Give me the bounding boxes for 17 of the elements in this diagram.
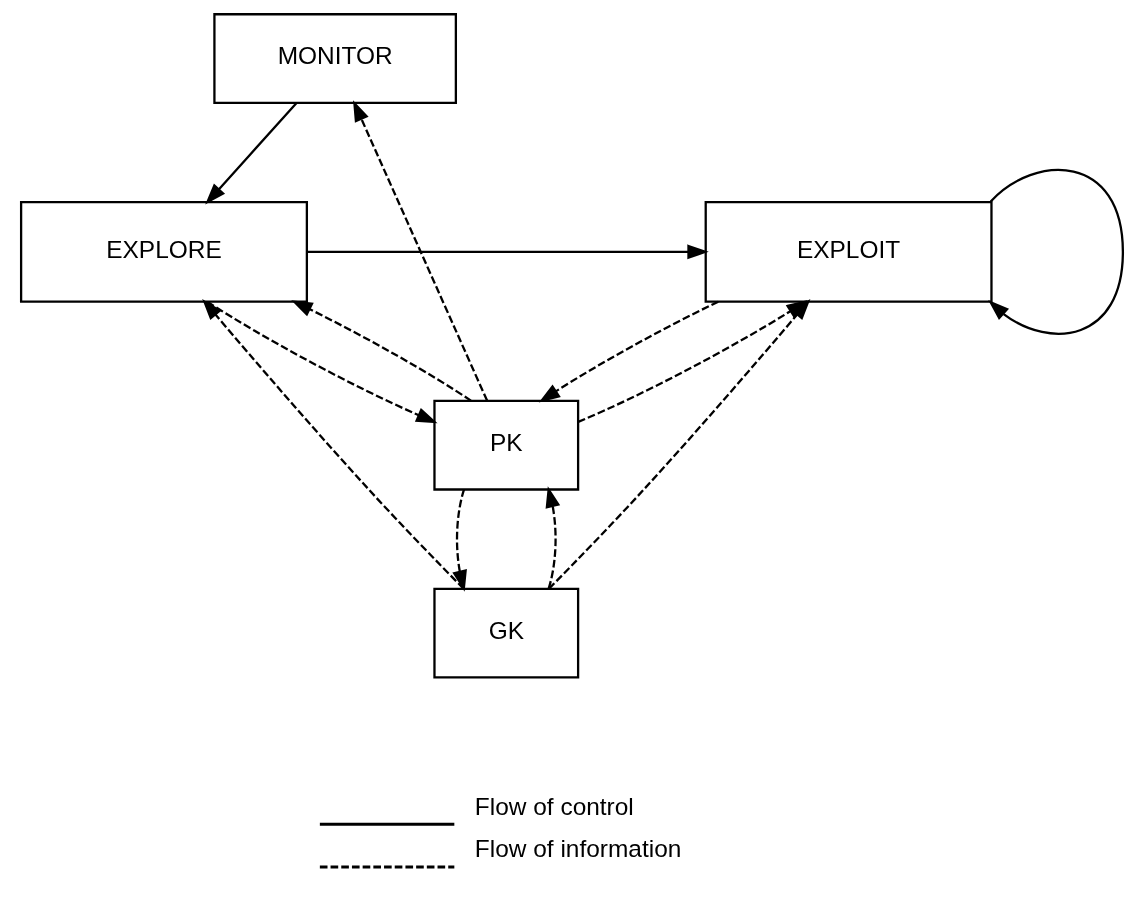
arrow <box>201 298 464 590</box>
node-box: GK <box>432 587 579 679</box>
node-box: MONITOR <box>212 13 457 105</box>
node-box: EXPLORE <box>19 201 308 303</box>
legend-label: Flow of control <box>474 792 634 820</box>
arrow <box>204 102 297 205</box>
arrow <box>352 100 488 402</box>
arrow <box>538 300 719 403</box>
legend-label: Flow of information <box>474 835 681 863</box>
arrow <box>545 486 560 589</box>
node-box: EXPLOIT <box>704 201 993 303</box>
arrow <box>987 168 1124 335</box>
arrow <box>206 300 438 424</box>
arrow <box>306 244 709 260</box>
arrow <box>451 489 467 592</box>
arrow <box>290 300 472 402</box>
node-box: PK <box>432 399 579 491</box>
